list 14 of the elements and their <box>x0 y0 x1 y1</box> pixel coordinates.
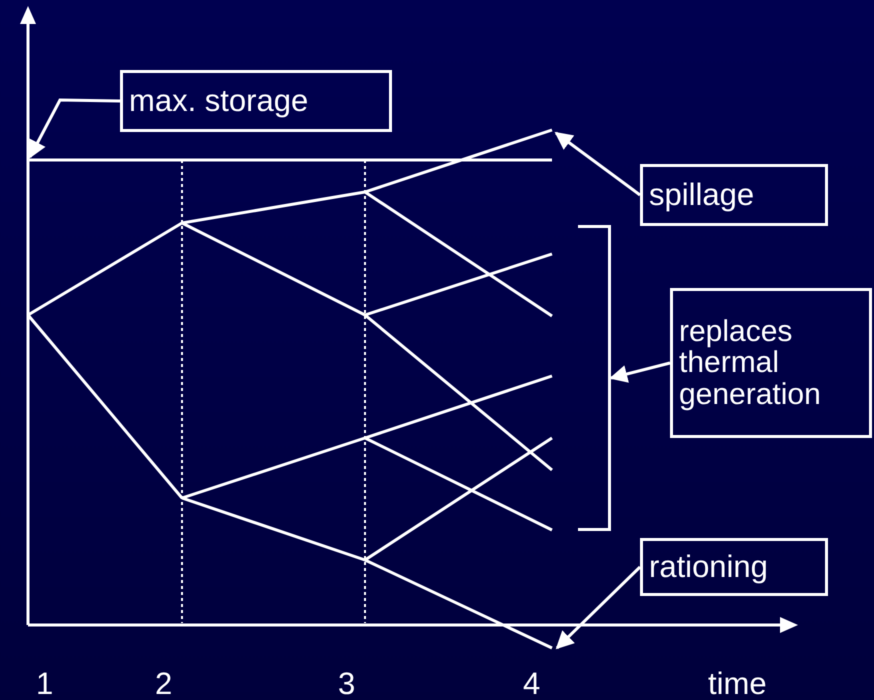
label-box: spillage <box>640 164 828 226</box>
stage-number: 2 <box>155 668 172 699</box>
leader-arrow <box>556 566 642 650</box>
stage-number: 4 <box>523 668 540 699</box>
label-box: max. storage <box>120 70 392 132</box>
leader-arrow <box>28 98 120 159</box>
label-box: replaces thermal generation <box>670 288 872 438</box>
bracket <box>578 225 611 531</box>
stage-number: 3 <box>338 668 356 699</box>
leader-arrow <box>609 362 670 383</box>
axis-label: time <box>708 668 767 699</box>
label-box: rationing <box>640 538 828 596</box>
leader-arrow <box>554 132 641 196</box>
stage-number: 1 <box>36 668 54 699</box>
